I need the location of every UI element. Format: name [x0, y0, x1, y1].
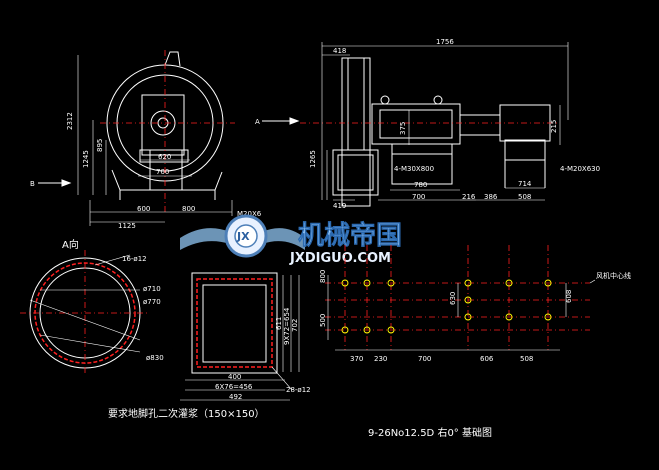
dim-780: 780 — [414, 181, 427, 189]
dim-1125: 1125 — [118, 222, 136, 230]
label-m30: 4-M30X800 — [394, 165, 434, 173]
dim-28-12: 28-ø12 — [286, 386, 311, 394]
label-m20x6: M20X6 — [237, 210, 262, 218]
dim-1265: 1265 — [309, 150, 317, 168]
fdim-700: 700 — [418, 355, 431, 363]
dim-216: 216 — [462, 193, 476, 201]
fan-side-centerlines — [100, 50, 235, 215]
dim-702: 702 — [291, 319, 299, 332]
dim-611: 611 — [275, 317, 283, 330]
callout-center: 风机中心线 — [596, 271, 631, 280]
dim-418: 418 — [333, 47, 346, 55]
dim-6x76: 6X76=456 — [215, 383, 253, 391]
fdim-370: 370 — [350, 355, 363, 363]
fan-elevation-view — [332, 57, 551, 207]
dim-600: 600 — [137, 205, 150, 213]
fdim-630: 630 — [449, 292, 457, 305]
label-m20-630: 4-M20X630 — [560, 165, 600, 173]
foundation-grid — [325, 245, 590, 351]
caption-right: 9-26No12.5D 右0° 基础图 — [368, 426, 492, 439]
fdim-500: 500 — [319, 314, 327, 327]
fdim-608: 608 — [565, 290, 573, 303]
dim-714: 714 — [518, 180, 532, 188]
caption-left: 要求地脚孔二次灌浆（150×150） — [108, 407, 265, 420]
dim-400: 400 — [228, 373, 241, 381]
outlet-flange — [180, 272, 300, 401]
fdim-230: 230 — [374, 355, 387, 363]
watermark: JX 机械帝国 JXDIGUO.COM — [180, 214, 402, 266]
dim-895: 895 — [96, 139, 104, 152]
dim-700b: 700 — [412, 193, 425, 201]
watermark-en: JXDIGUO.COM — [289, 251, 391, 266]
dim-492: 492 — [229, 393, 242, 401]
dim-508a: 508 — [518, 193, 531, 201]
view-a-label: A向 — [62, 238, 79, 251]
dim-215: 215 — [550, 120, 558, 133]
fan-side-view — [106, 51, 224, 200]
arrow-b — [38, 179, 72, 187]
fdim-508: 508 — [520, 355, 533, 363]
dim-700a: 700 — [156, 168, 169, 176]
fdim-800: 800 — [319, 270, 327, 283]
dim-800: 800 — [182, 205, 195, 213]
dim-o710: ø710 — [143, 285, 161, 293]
fan-elevation-dimlines — [321, 42, 569, 201]
dim-386: 386 — [484, 193, 498, 201]
dim-16-12: 16-ø12 — [122, 255, 147, 263]
watermark-badge: JX — [236, 230, 250, 243]
arrow-a-label: A — [255, 118, 260, 126]
fdim-606: 606 — [480, 355, 494, 363]
callout-leader — [589, 279, 596, 284]
flange-view — [20, 250, 150, 376]
dim-1756: 1756 — [436, 38, 454, 46]
dim-o830: ø830 — [146, 354, 164, 362]
dim-620: 620 — [158, 153, 171, 161]
dim-375: 375 — [399, 122, 407, 135]
dim-1245: 1245 — [82, 150, 90, 168]
watermark-cn: 机械帝国 — [298, 220, 402, 251]
fan-side-dimlines — [77, 55, 233, 226]
dim-2312: 2312 — [66, 112, 74, 130]
arrow-a — [262, 117, 300, 125]
dim-o770: ø770 — [143, 298, 161, 306]
dim-9x72: 9X72=654 — [283, 307, 291, 345]
arrow-b-label: B — [30, 180, 35, 188]
dim-419: 419 — [333, 202, 346, 210]
